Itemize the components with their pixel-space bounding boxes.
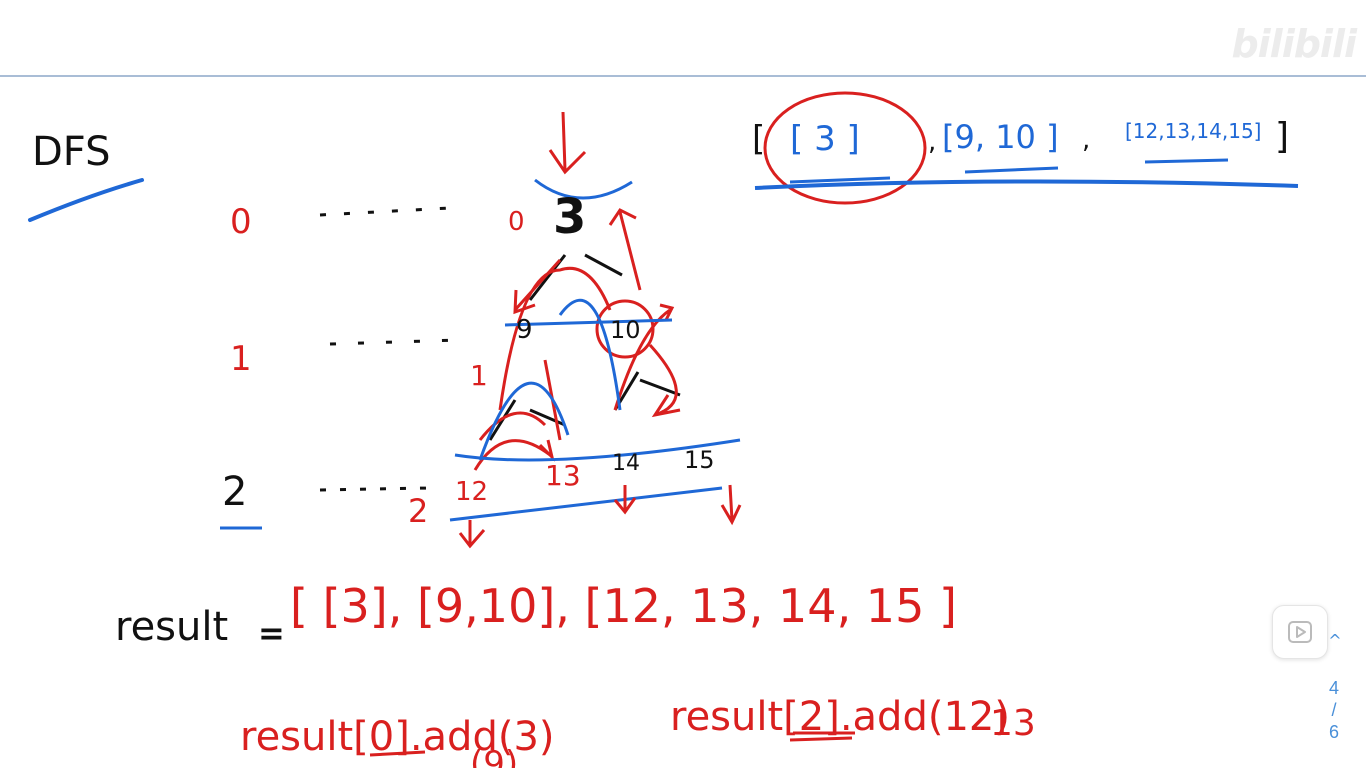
code-result0-underline (369, 750, 426, 757)
play-icon (1288, 621, 1312, 643)
red-circle-10 (595, 299, 655, 359)
blue-level1-line (504, 318, 673, 327)
group-1-underline (789, 176, 891, 184)
title-underline (28, 178, 144, 222)
root-arrow (548, 111, 587, 175)
top-list-group-3: [12,13,14,15] (1125, 119, 1261, 143)
tree-node-12: 12 (455, 477, 488, 507)
bilibili-logo: bilibili (1231, 22, 1357, 66)
page-separator: / (1331, 700, 1337, 720)
code-13: 13 (990, 703, 1036, 744)
top-list-underline (754, 179, 1299, 190)
page-total: 6 (1328, 722, 1339, 742)
tree-root: 3 (553, 189, 586, 245)
whiteboard-canvas: DFS 0 1 2 0 3 (0, 79, 1366, 772)
top-list-group-2: [9, 10 ] (942, 118, 1059, 156)
edge-10-right (639, 378, 681, 397)
down-arrow-15 (720, 484, 742, 526)
root-arc (534, 178, 633, 200)
blue-arc-left (478, 381, 570, 461)
level2-index: 2 (408, 492, 428, 530)
top-list-open: [ (752, 119, 765, 159)
group-2-underline (964, 166, 1059, 174)
group-3-underline (1144, 158, 1229, 164)
level1-index: 1 (470, 359, 488, 392)
tree-node-10: 10 (610, 316, 641, 344)
top-bar: bilibili (0, 0, 1366, 77)
page-current: 4 (1328, 678, 1339, 698)
result-equals: = (258, 614, 285, 652)
red-circle-group-1 (763, 91, 927, 205)
red-curve-10-down (648, 343, 681, 418)
blue-level2-line-top (454, 438, 741, 462)
edge-root-right (584, 253, 623, 277)
top-list-sep-2: , (1082, 125, 1090, 155)
top-list-sep-1: , (928, 127, 936, 157)
red-loop-12 (473, 439, 555, 471)
root-index: 0 (508, 207, 525, 237)
leader-2 (319, 486, 431, 492)
title-dfs: DFS (32, 129, 111, 175)
tree-node-9: 9 (516, 315, 533, 345)
red-arrow-down-left (513, 258, 562, 315)
result-label: result (115, 604, 228, 650)
tree-node-13: 13 (545, 459, 581, 492)
leader-0 (319, 206, 451, 217)
tree-node-14: 14 (612, 451, 640, 476)
result-value: [ [3], [9,10], [12, 13, 14, 15 ] (290, 579, 957, 633)
leader-1 (329, 338, 461, 346)
red-loop-left (478, 411, 547, 441)
level-label-0: 0 (230, 202, 252, 242)
down-arrow-12 (458, 520, 486, 549)
code-result2-underline (789, 731, 855, 742)
tree-node-15: 15 (684, 446, 715, 474)
level-label-2: 2 (222, 469, 247, 515)
chevron-up-icon[interactable]: ^ (1328, 631, 1342, 650)
top-list-close: ] (1275, 116, 1289, 157)
level-label-1: 1 (230, 339, 252, 379)
blue-arc-right (558, 298, 622, 411)
down-arrow-14 (613, 485, 637, 515)
blue-level2-line-bottom (449, 486, 723, 522)
play-button[interactable] (1272, 605, 1328, 659)
red-arrow-up-right (608, 208, 642, 291)
red-loop-10 (613, 303, 675, 411)
page-indicator: 4 / 6 (1322, 677, 1346, 743)
edge-9-right (529, 408, 566, 427)
top-list-group-1: [ 3 ] (790, 119, 860, 159)
code-partial-9: (9) (470, 744, 518, 768)
red-loop-9 (498, 267, 612, 411)
